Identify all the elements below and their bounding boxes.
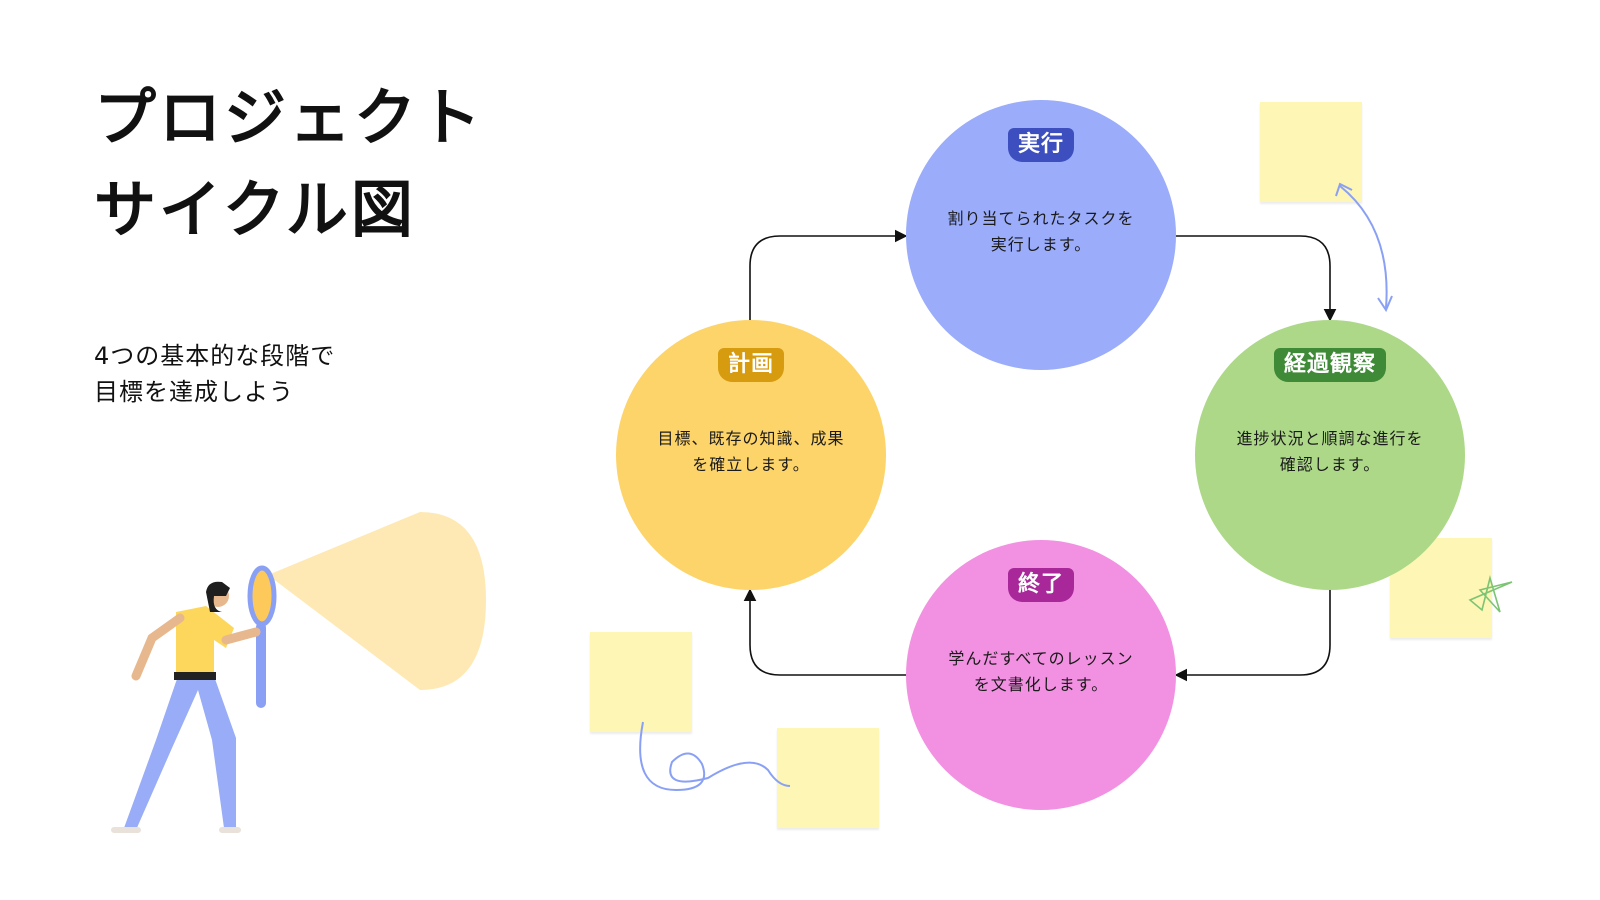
doodle-arrowhead: [1335, 182, 1393, 313]
stage-description: 割り当てられたタスクを 実行します。: [947, 209, 1135, 254]
person-hair: [206, 581, 230, 612]
person-belt: [174, 672, 216, 680]
connector-execute-to-monitor: [1176, 235, 1337, 322]
stage-monitor: 経過観察 進捗状況と順調な進行を 確認します。: [1195, 320, 1465, 590]
stage-label: 実行: [1007, 128, 1075, 162]
magnifier-handle: [256, 622, 266, 708]
page-title: プロジェクト サイクル図: [94, 72, 484, 256]
doodle-double-arrow: [1339, 185, 1388, 309]
sticky-note: [1260, 102, 1362, 202]
person-arm-back: [131, 613, 185, 681]
title-line-1: プロジェクト: [94, 81, 485, 154]
stage-execute: 実行 割り当てられたタスクを 実行します。: [906, 100, 1176, 370]
stage-label: 経過観察: [1273, 348, 1387, 382]
title-line-2: サイクル図: [94, 173, 416, 246]
connector-plan-to-execute: [749, 229, 908, 322]
stage-label: 終了: [1007, 568, 1075, 602]
connector-monitor-to-close: [1174, 590, 1331, 682]
stage-close: 終了 学んだすべてのレッスン を文書化します。: [906, 540, 1176, 810]
stage-description: 学んだすべてのレッスン を文書化します。: [948, 649, 1134, 694]
sticky-note: [777, 728, 879, 828]
doodle-squiggle: [639, 721, 791, 792]
person-shirt: [176, 606, 234, 678]
stage-label: 計画: [717, 348, 785, 382]
light-beam: [268, 512, 486, 690]
person-legs: [124, 676, 236, 830]
subtitle-line-2: 目標を達成しよう: [94, 378, 294, 406]
sticky-note: [590, 632, 692, 732]
doodle-star: [1468, 574, 1513, 613]
stage-description: 進捗状況と順調な進行を 確認します。: [1236, 429, 1424, 474]
subtitle: 4つの基本的な段階で 目標を達成しよう: [94, 338, 335, 410]
stage-description: 目標、既存の知識、成果 を確立します。: [657, 429, 845, 474]
person-arm-front: [221, 627, 261, 645]
subtitle-line-1: 4つの基本的な段階で: [94, 342, 336, 370]
connector-close-to-plan: [743, 588, 906, 676]
stage-plan: 計画 目標、既存の知識、成果 を確立します。: [616, 320, 886, 590]
